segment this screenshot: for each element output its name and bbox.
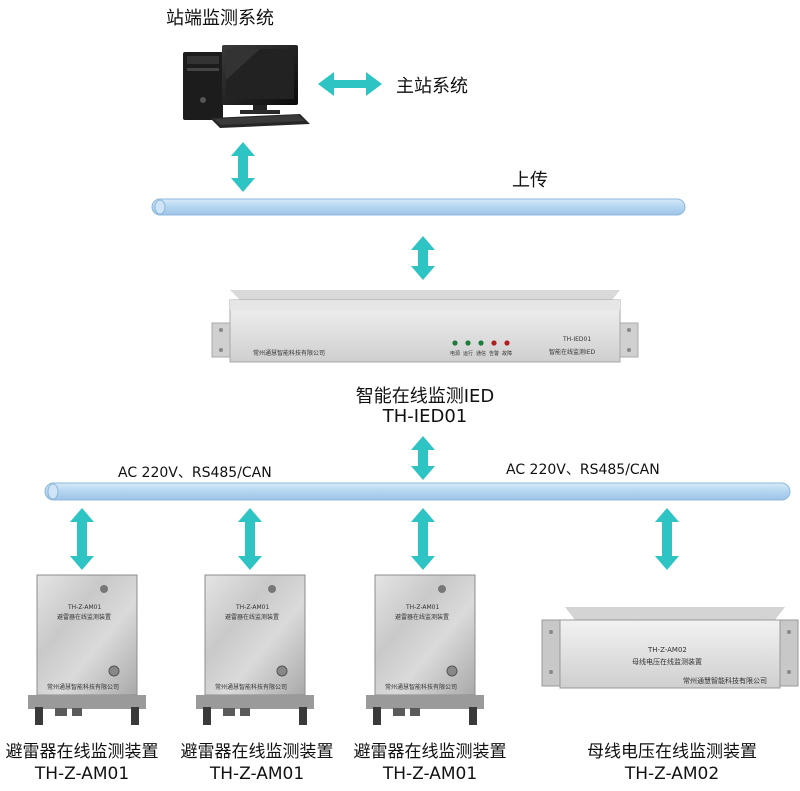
device-3-caption: 避雷器在线监测装置 TH-Z-AM01 [350,741,510,785]
arrester-cabinet-3 [366,574,484,725]
ied-led-label-3: 通信 [476,351,487,357]
ied-model: TH-IED01 [382,406,468,427]
arrow-bus-device-3 [411,508,435,570]
device-4-plate-maker: 常州通慧智能科技有限公司 [683,677,767,685]
arrow-bus-device-1 [70,508,94,570]
device-2-plate-model: TH-Z-AM01 [236,604,270,611]
upload-bus [151,198,686,216]
device-4-caption: 母线电压在线监测装置 TH-Z-AM02 [582,741,762,785]
ied-led-label-4: 告警 [489,351,500,357]
device-1-plate-maker: 常州通慧智能科技有限公司 [47,684,120,691]
ied-name: 智能在线监测IED [355,386,495,407]
computer-icon [183,45,310,128]
device-2-name: 避雷器在线监测装置 [180,742,334,762]
device-4-plate-title: 母线电压在线监测装置 [632,658,702,666]
ied-led-label-5: 故障 [502,351,513,357]
ied-panel-title: 智能在线监测IED [549,349,596,356]
arrow-upload-bus-ied [411,236,435,280]
arrows-vertical [70,142,679,570]
device-3-plate-title: 避雷器在线监测装置 [395,614,450,621]
bus-left-label: AC 220V、RS485/CAN [118,465,272,481]
arrester-cabinet-1 [28,574,146,725]
ied-led-5 [504,340,510,346]
device-1-caption: 避雷器在线监测装置 TH-Z-AM01 [2,741,162,785]
device-1-model: TH-Z-AM01 [34,764,130,784]
arrow-ied-device-bus [411,436,435,480]
device-1-name: 避雷器在线监测装置 [5,742,159,762]
ied-manufacturer-plate: 常州通慧智能科技有限公司 [253,350,326,357]
ied-led-2 [465,340,471,346]
device-1-plate-model: TH-Z-AM01 [68,604,102,611]
station-system-label: 站端监测系统 [166,8,274,29]
device-2-plate-title: 避雷器在线监测装置 [225,614,280,621]
arrow-bus-device-4 [655,508,679,570]
device-3-plate-maker: 常州通慧智能科技有限公司 [385,684,458,691]
device-1-plate-title: 避雷器在线监测装置 [57,614,112,621]
device-2-caption: 避雷器在线监测装置 TH-Z-AM01 [177,741,337,785]
device-2-plate-maker: 常州通慧智能科技有限公司 [215,684,288,691]
device-4-name: 母线电压在线监测装置 [587,742,757,762]
device-4-model: TH-Z-AM02 [624,764,720,784]
bus-right-label: AC 220V、RS485/CAN [506,462,660,478]
bus-voltage-device [541,607,799,689]
ied-led-1 [452,340,458,346]
ied-led-3 [478,340,484,346]
ied-led-label-2: 运行 [463,351,474,357]
arrester-cabinet-2 [196,574,314,725]
master-station-label: 主站系统 [396,76,468,97]
ied-led-label-1: 电源 [450,351,461,357]
upload-label: 上传 [512,170,548,191]
arrow-master-station [318,72,382,96]
device-3-plate-model: TH-Z-AM01 [406,604,440,611]
ied-panel-model: TH-IED01 [563,336,592,343]
ied-led-4 [491,340,497,346]
device-2-model: TH-Z-AM01 [209,764,305,784]
device-3-model: TH-Z-AM01 [382,764,478,784]
arrow-bus-device-2 [238,508,262,570]
device-4-plate-model: TH-Z-AM02 [648,646,687,654]
ied-device [211,290,639,363]
device-bus [44,482,791,501]
arrow-computer-upload-bus [231,142,255,192]
device-3-name: 避雷器在线监测装置 [353,742,507,762]
